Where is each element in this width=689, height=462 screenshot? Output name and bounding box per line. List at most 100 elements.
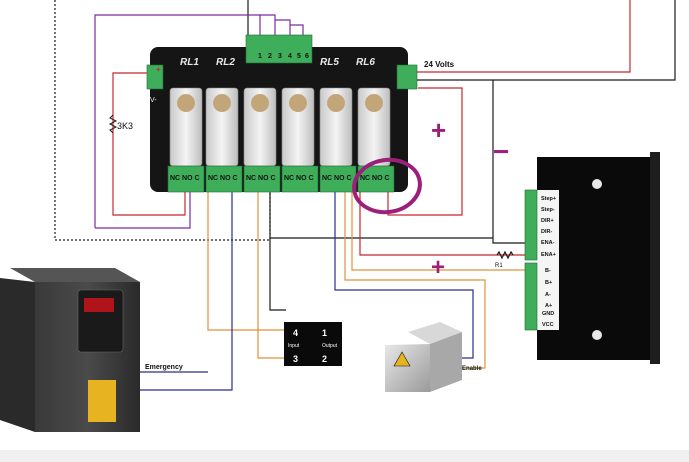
supply-voltage-label: 24 Volts (424, 60, 455, 69)
driver-pin-step-plus: Step+ (541, 196, 556, 202)
driver-pin-b-plus: B+ (545, 280, 552, 286)
r1-label: R1 (495, 263, 503, 269)
motor-warning-sticker (393, 351, 411, 367)
output-terminal-label-4: NC NO C (284, 175, 314, 182)
highlight-circle (352, 157, 422, 215)
driver-hole-top (592, 179, 602, 189)
driver-pin-b-minus: B- (545, 268, 551, 274)
solid-state-relay: 4 1 Input Output 3 2 (284, 322, 342, 366)
orange-wire-2 (257, 186, 286, 359)
driver-terminal-bottom (524, 262, 538, 331)
input-terminal-number-6: 6 (305, 53, 309, 60)
output-terminal-3 (243, 165, 281, 193)
annotation-plus-2: + (431, 254, 445, 281)
output-terminal-label-2: NC NO C (208, 175, 238, 182)
vfd-top-face (10, 268, 140, 282)
output-terminal-label-6: NC NO C (360, 175, 390, 182)
left-power-plus: + (156, 65, 161, 74)
enable-label: Enable (462, 366, 482, 372)
blue-wire-2 (334, 186, 474, 359)
driver-pin-vcc: VCC (542, 322, 554, 328)
output-terminal-1 (167, 165, 205, 193)
motor-front (385, 344, 430, 392)
input-terminal-number-2: 2 (268, 53, 272, 60)
orange-wire-3 (344, 186, 486, 369)
input-terminal-number-1: 1 (258, 53, 262, 60)
black-wire-minus (492, 80, 532, 244)
driver-pin-dir-plus: DIR+ (541, 218, 554, 224)
right-power-terminal (396, 64, 418, 90)
ssr-pin-2: 2 (322, 354, 327, 364)
relay-1 (169, 87, 203, 167)
ssr-pin-1: 1 (322, 328, 327, 338)
red-wire-enable-plus (359, 186, 532, 256)
annotation-minus: − (493, 136, 509, 167)
relay-label-6: RL6 (356, 57, 375, 68)
relay-2 (205, 87, 239, 167)
output-terminal-4 (281, 165, 319, 193)
driver-pin-step-minus: Step- (541, 207, 555, 213)
black-wire-right-loop (410, 0, 676, 81)
resistor-3k3-label: 3K3 (117, 121, 133, 131)
annotation-plus-1: + (431, 115, 446, 145)
driver-fin (650, 152, 660, 364)
red-wire-left (112, 72, 186, 216)
r1-resistor (496, 250, 514, 260)
bottom-strip (0, 450, 689, 462)
red-wire-top-right (410, 0, 631, 73)
orange-wire-1 (207, 186, 286, 331)
vfd-display (84, 298, 114, 312)
output-terminal-label-3: NC NO C (246, 175, 276, 182)
wires (54, 0, 676, 391)
input-terminal-number-3: 3 (278, 53, 282, 60)
vfd-warning-label (88, 380, 116, 422)
output-terminal-2 (205, 165, 243, 193)
ssr-body (284, 322, 342, 366)
driver-label-panel (537, 190, 559, 330)
purple-wire-outer (94, 14, 261, 228)
left-power-terminal (146, 64, 164, 90)
relay-6 (357, 87, 391, 167)
resistor-3k3 (108, 114, 118, 134)
input-terminal-block (245, 34, 313, 64)
ssr-input-label: Input (288, 343, 300, 349)
motor-side (430, 332, 462, 392)
driver-pin-dir-minus: DIR- (541, 229, 552, 235)
output-terminal-label-1: NC NO C (170, 175, 200, 182)
ssr-output-label: Output (322, 343, 338, 349)
motor-top (408, 322, 462, 344)
input-terminal-number-5: 5 (297, 53, 301, 60)
relay-board: RL1 RL2 RL5 RL6 1 2 3 4 5 6 + V- 24 Volt… (146, 34, 455, 193)
driver-pin-ena-plus: ENA+ (541, 252, 556, 258)
driver-pin-a-minus: A- (545, 292, 551, 298)
red-wire-right (387, 87, 463, 216)
driver-pin-gnd: GND (542, 311, 554, 317)
driver-hole-bottom (592, 330, 602, 340)
output-terminal-label-5: NC NO C (322, 175, 352, 182)
driver-terminal-top (524, 189, 538, 261)
black-wire-ssr-left (269, 186, 286, 311)
relay-label-5: RL5 (320, 57, 339, 68)
output-terminals: NC NO C NC NO C NC NO C NC NO C NC NO C … (167, 165, 395, 193)
purple-wire-bottom (95, 186, 191, 229)
relay-3 (243, 87, 277, 167)
vfd-inverter (0, 268, 140, 432)
ssr-pin-4: 4 (293, 328, 298, 338)
driver-pin-ena-minus: ENA- (541, 240, 555, 246)
vfd-side (0, 278, 35, 432)
spindle-motor (385, 322, 462, 392)
relay-4 (281, 87, 315, 167)
ssr-pin-3: 3 (293, 354, 298, 364)
stepper-driver: Step+ Step- DIR+ DIR- ENA- ENA+ B- B+ A-… (524, 152, 660, 364)
relay-5 (319, 87, 353, 167)
blue-wire-1 (140, 186, 233, 391)
orange-wire-4 (351, 186, 532, 271)
dashed-wire (54, 0, 271, 241)
relay-label-1: RL1 (180, 57, 199, 68)
relays (169, 87, 391, 167)
relay-label-2: RL2 (216, 57, 235, 68)
driver-pin-a-plus: A+ (545, 303, 552, 309)
left-power-minus: V- (150, 97, 157, 104)
output-terminal-5 (319, 165, 357, 193)
